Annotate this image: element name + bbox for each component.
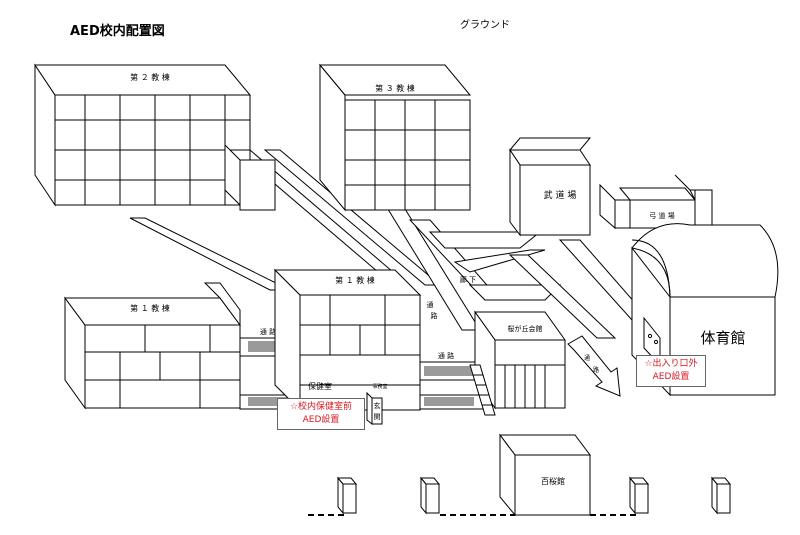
kyo2-wing-front [239,159,276,211]
gate-post-3 [634,483,649,514]
corridors [129,149,652,339]
kyudo-roof [618,187,697,201]
label-kyo1-left: 第 １ 教 棟 [130,303,170,313]
label-hyakuou: 百桜館 [541,476,565,486]
label-jimu: 事務室 [372,383,387,390]
aed-callout-gym: ☆出入り口外 AED設置 [636,355,706,387]
label-kyo2: 第 ２ 教 棟 [130,72,170,82]
gate [308,476,732,516]
label-tsuro-right: 通 路 [438,351,454,360]
kyo1l-front [84,324,241,409]
walkway-left-hatch [248,341,296,352]
label-tsuro-left: 通 路 [260,327,276,336]
label-sakura: 桜が丘会館 [508,324,543,333]
building-kyo3: 第 ３ 教 棟 [318,63,472,212]
building-kyo1-center: 第 １ 教 棟 保健室 事務室 玄 関 [273,268,422,426]
aed-gym-line1: ☆出入り口外 [644,359,698,369]
gate-post-2 [425,483,440,514]
corridor-kyo2-left [129,217,291,291]
label-ground: グラウンド [460,18,510,31]
corridor-roka-top [428,231,542,249]
building-kyudo: 弓 道 場 [599,174,713,230]
label-budo: 武 道 場 [544,189,577,201]
label-genkan-1: 玄 [374,401,381,410]
label-tsuro-mid-2: 路 [431,311,438,320]
arrow-to-gym: 通 路 [567,335,621,397]
aed-callout-hoken: ☆校内保健室前 AED設置 [277,398,365,430]
kyo3-roof [318,64,472,96]
genkan-front [371,397,383,425]
building-kyo1-left: 第 １ 教 棟 [64,282,241,410]
corridor-roka-low [468,284,562,301]
budo-side [509,148,521,237]
kyudo-tower-front [694,189,713,229]
kyo1l-stair [203,282,241,327]
hyakuou-front [514,454,591,516]
building-sakura: 桜が丘会館 [469,310,566,416]
gate-post-4 [716,483,731,514]
aed-hoken-line2: AED設置 [302,415,340,425]
genkan-side [366,391,373,426]
label-hoken: 保健室 [308,381,332,391]
label-kyudo: 弓 道 場 [649,211,674,220]
building-budo: 武 道 場 [508,137,592,237]
kyudo-front [629,199,696,229]
label-taiiku: 体育館 [700,329,745,347]
label-tsuro-mid-1: 通 [427,300,434,309]
label-arrow-1: 通 [584,354,590,362]
aed-gym-line2: AED設置 [652,372,690,382]
corridor-to-gym2 [508,254,617,339]
arrow-shape [567,335,621,397]
kyo3-front [344,99,471,211]
kyudo-side [599,183,616,230]
label-kyo3: 第 ３ 教 棟 [375,83,415,93]
label-kyo1-center: 第 １ 教 棟 [335,275,375,285]
building-kyo2: 第 ２ 教 棟 [34,63,276,211]
sakura-stair [469,364,496,416]
building-hyakuou: 百桜館 [499,433,591,517]
budo-roof [508,137,592,151]
label-genkan-2: 関 [374,413,381,421]
gate-post-1 [342,483,357,514]
hyakuou-roof [499,434,591,456]
aed-hoken-line1: ☆校内保健室前 [289,402,353,412]
label-arrow-2: 路 [593,366,599,374]
page-title: AED校内配置図 [70,23,165,39]
budo-roof2 [509,149,591,166]
label-roka: 廊 下 [460,275,476,284]
sakura-front [494,339,566,409]
kyudo-small [614,199,631,229]
